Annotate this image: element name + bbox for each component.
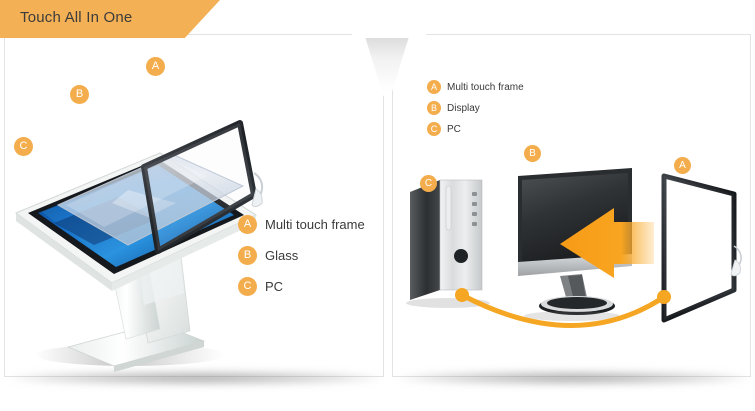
legend-item-b: B Glass [238,246,365,265]
legend-badge-b-right: B [427,101,441,115]
legend-item-a: A Multi touch frame [238,215,365,234]
badge-b-display-right: B [524,145,541,162]
legend-label-c-right: PC [447,123,461,135]
pc-tower [406,179,490,308]
legend-label-b-right: Display [447,102,480,114]
legend-badge-b: B [238,246,257,265]
kiosk-svg [14,120,264,372]
legend-label-a: Multi touch frame [265,217,365,232]
connector-endpoint-frame [657,290,671,304]
legend-badge-a: A [238,215,257,234]
badge-c-pc-left: C [14,137,33,156]
left-panel-shadow [10,371,380,385]
legend-badge-c: C [238,277,257,296]
page-title: Touch All In One [20,9,133,26]
kiosk-illustration [8,55,288,375]
badge-a-touch-frame-right: A [674,157,691,174]
badge-b-glass-left: B [70,85,89,104]
right-panel-legend: A Multi touch frame B Display C PC [427,80,524,143]
mounting-arrow [560,208,654,278]
setup-svg [406,168,742,328]
panel-notch-top-cover [352,34,426,38]
setup-illustration [400,150,750,340]
legend-item-c-right: C PC [427,122,524,136]
header-banner [0,0,220,38]
badge-c-pc-right: C [420,175,437,192]
connector-endpoint-pc [455,288,469,302]
panel-divider-gap [384,34,392,377]
legend-label-c: PC [265,279,284,294]
legend-label-a-right: Multi touch frame [447,81,524,93]
touch-frame-right [661,173,742,323]
legend-item-b-right: B Display [427,101,524,115]
legend-label-b: Glass [265,248,299,263]
legend-badge-a-right: A [427,80,441,94]
badge-a-touch-frame-left: A [146,57,165,76]
multi-touch-frame [141,120,264,254]
pc-to-frame-connector [455,288,671,328]
legend-item-c: C PC [238,277,365,296]
legend-item-a-right: A Multi touch frame [427,80,524,94]
legend-badge-c-right: C [427,122,441,136]
left-panel-legend: A Multi touch frame B Glass C PC [238,215,365,308]
right-panel-shadow [398,371,748,385]
